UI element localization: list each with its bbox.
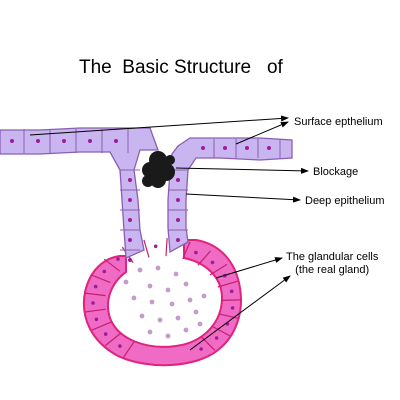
gland-nucleus xyxy=(199,347,203,351)
label-blockage: Blockage xyxy=(313,166,359,178)
secretion-dot xyxy=(169,301,175,307)
secretion-dot xyxy=(193,309,199,315)
secretion-dot xyxy=(183,281,189,287)
gland-nucleus xyxy=(230,306,235,310)
secretion-dot xyxy=(147,329,153,335)
secretion-dot xyxy=(165,287,171,293)
secretion-dot xyxy=(155,265,161,271)
epithelium-nucleus xyxy=(176,198,180,202)
epithelium-nucleus xyxy=(128,238,132,242)
label-glandular-cells-line1: The glandular cells xyxy=(286,251,379,263)
gland-cell-border xyxy=(91,321,112,331)
epithelium-nucleus xyxy=(176,238,180,242)
gland-nucleus xyxy=(118,344,122,348)
epithelium-nucleus xyxy=(10,139,14,143)
arrow-blockage xyxy=(175,167,309,174)
right-epithelium xyxy=(167,137,293,254)
label-glandular-cells-line2: (the real gland) xyxy=(295,264,370,276)
gland-cell-border xyxy=(165,238,168,257)
epithelium-nucleus xyxy=(128,178,132,182)
secretion-dot xyxy=(173,271,179,277)
epithelium-nucleus xyxy=(62,139,66,143)
right-epithelium-sheet xyxy=(167,137,293,254)
gland-nucleus xyxy=(94,317,99,322)
left-epithelium-sheet xyxy=(0,127,159,259)
gland-cell-border xyxy=(220,299,243,301)
arrow-gland-bottom xyxy=(189,275,291,351)
gland-cell-border xyxy=(217,280,238,288)
glandular-cells xyxy=(83,238,243,367)
gland-cell-border xyxy=(143,239,150,258)
epithelium-nucleus xyxy=(245,146,249,150)
epithelium-nucleus xyxy=(267,146,271,150)
gland-nucleus xyxy=(93,284,98,289)
gland-cell-border xyxy=(104,332,121,347)
epithelium-nucleus xyxy=(176,218,180,222)
epithelium-nucleus xyxy=(88,139,92,143)
epithelium-nucleus xyxy=(223,146,227,150)
gland-wall xyxy=(83,239,242,367)
secretion-dot xyxy=(165,333,171,339)
gland-cell-border xyxy=(91,274,111,284)
gland-cell-border xyxy=(182,241,191,260)
secretion-dot xyxy=(201,293,207,299)
diagram-title: The Basic Structure of Gland xyxy=(79,8,283,176)
gland-nucleus xyxy=(102,269,107,274)
gland-cell-border xyxy=(200,336,216,351)
arrow-deep xyxy=(185,193,301,203)
arrow-surface-left xyxy=(29,115,289,136)
gland-cell-border xyxy=(218,313,240,320)
gland-nucleus xyxy=(214,336,219,340)
secretion-dot xyxy=(175,315,181,321)
epithelium-nucleus xyxy=(36,139,40,143)
secretion-dot xyxy=(147,283,153,289)
epithelium-nucleus xyxy=(128,258,132,262)
label-surface-epithelium: Surface epthelium xyxy=(294,116,383,128)
left-epithelium xyxy=(0,127,159,259)
pointer-arrows xyxy=(29,115,309,351)
arrow-surface-right xyxy=(235,121,289,145)
gland-cell-border xyxy=(211,325,231,337)
gland-cell-border xyxy=(84,308,106,313)
gland-nucleus xyxy=(103,332,108,336)
secretion-dot xyxy=(123,279,129,285)
secretion-dot xyxy=(157,317,163,323)
epithelium-nucleus xyxy=(128,198,132,202)
epithelium-nuclei xyxy=(10,139,271,262)
secretion-dot xyxy=(187,297,193,303)
gland-cell-border xyxy=(209,263,228,276)
secretion-dot xyxy=(149,299,155,305)
gland-nucleus xyxy=(210,260,215,265)
secretion-dot xyxy=(139,313,145,319)
epithelium-nucleus xyxy=(176,178,180,182)
epithelium-nucleus xyxy=(128,218,132,222)
arrow-gland-top xyxy=(215,257,283,279)
label-glandular-cells: The glandular cells (the real gland) xyxy=(286,251,378,277)
secretion-dot xyxy=(183,327,189,333)
gland-nucleus xyxy=(194,250,198,255)
secretion-dot xyxy=(137,267,143,273)
gland-nucleus xyxy=(116,257,120,261)
secretion-dot xyxy=(131,295,137,301)
gland-cell-border xyxy=(84,292,106,297)
secretion-dots xyxy=(123,265,207,339)
gland-nucleus xyxy=(229,289,234,294)
epithelium-nucleus xyxy=(201,146,205,150)
gland-cell-border xyxy=(123,341,135,358)
gland-nucleus xyxy=(153,244,158,249)
gland-cell-border xyxy=(197,250,211,266)
epithelium-cell-borders xyxy=(23,129,281,251)
epithelium-nucleus xyxy=(114,139,118,143)
blockage-mass xyxy=(142,151,175,188)
gland-cell-border xyxy=(103,258,121,272)
secretion-dot xyxy=(197,321,203,327)
gland-nucleus xyxy=(91,301,95,305)
label-deep-epithelium: Deep epithelium xyxy=(305,195,385,207)
title-line-1: The Basic Structure of xyxy=(79,57,283,78)
